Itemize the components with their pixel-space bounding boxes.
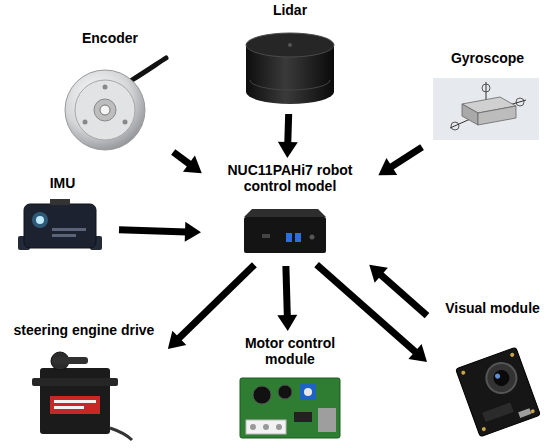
arrow-connector [168,265,255,349]
arrow-head [369,265,388,283]
arrow-head [183,156,202,174]
gyroscope-picture [433,78,539,140]
arrow-head [278,142,298,158]
motor-board-picture [240,378,340,438]
arrow-connector [277,266,297,331]
component-label: Visual module [445,300,540,316]
arrow-shaft [119,230,187,232]
arrow-connector [369,265,427,316]
component-label: NUC11PAHi7 robot control model [210,162,370,194]
component-node: Lidar [240,2,340,110]
component-node: Encoder [50,30,170,155]
arrow-shaft [284,114,292,144]
arrow-shaft [380,274,427,316]
arrow-shaft [390,147,422,167]
component-label: Motor control module [230,335,350,367]
component-node: steering engine drive [3,322,165,442]
arrow-shaft [286,266,287,317]
imu-picture [18,199,102,250]
nuc-picture [244,209,326,253]
arrow-head [277,315,297,331]
component-node: NUC11PAHi7 robot control model [205,162,375,262]
component-label: IMU [50,175,76,191]
arrow-shaft [173,152,190,165]
arrow-connector [173,152,202,173]
component-node: Visual module [430,300,555,445]
arrow-head [185,222,201,242]
camera-picture [456,347,541,437]
arrow-connector [278,114,298,158]
component-node: IMU [10,175,115,262]
component-label: Encoder [82,30,138,46]
encoder-picture [65,58,166,150]
component-label: Lidar [273,2,307,18]
arrow-head [408,344,427,362]
arrow-connector [378,147,422,175]
lidar-picture [246,33,334,104]
servo-picture [32,352,132,440]
component-label: Gyroscope [451,50,524,66]
component-node: Gyroscope [425,50,550,145]
arrow-head [378,158,397,175]
arrow-connector [119,222,201,242]
component-label: steering engine drive [14,322,155,338]
component-node: Motor control module [225,335,355,443]
arrow-shaft [178,265,255,339]
arrow-head [168,331,186,349]
